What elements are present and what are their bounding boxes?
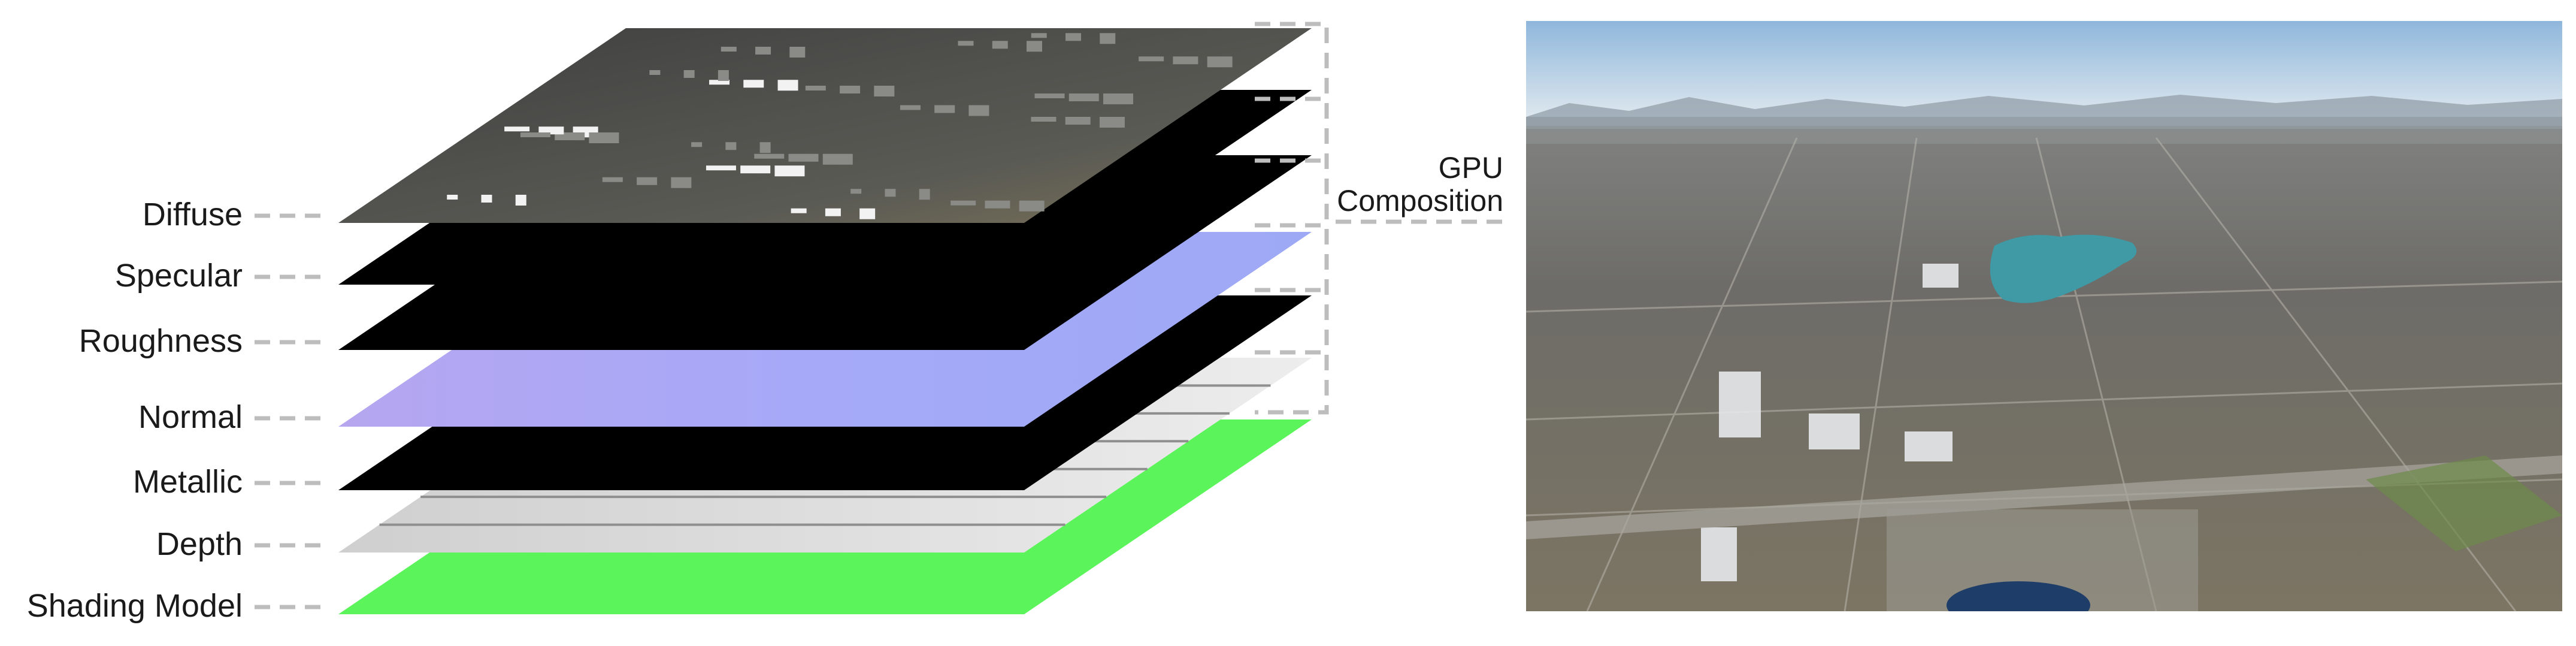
layer-plane-diffuse bbox=[338, 28, 1312, 223]
diffuse-speckle bbox=[1031, 117, 1057, 122]
diffuse-speckle bbox=[721, 47, 737, 52]
diffuse-speckle bbox=[1068, 93, 1099, 101]
diffuse-speckle bbox=[1031, 33, 1047, 38]
diffuse-speckle bbox=[691, 142, 703, 147]
diffuse-speckle bbox=[859, 208, 876, 219]
layer-labels: DiffuseSpecularRoughnessNormalMetallicDe… bbox=[27, 197, 326, 624]
diffuse-speckle bbox=[900, 105, 921, 110]
diffuse-speckle bbox=[637, 177, 658, 185]
diffuse-speckle bbox=[589, 132, 619, 143]
diffuse-speckle bbox=[759, 142, 771, 153]
diffuse-speckle bbox=[958, 41, 974, 46]
diffuse-speckle bbox=[774, 165, 805, 177]
diffuse-speckle bbox=[481, 195, 492, 203]
diffuse-speckle bbox=[885, 189, 896, 197]
diffuse-speckle bbox=[706, 165, 736, 171]
diffuse-speckle bbox=[985, 200, 1010, 209]
composition-label-line2: Composition bbox=[1337, 184, 1503, 218]
diffuse-speckle bbox=[602, 177, 623, 182]
diffuse-speckle bbox=[1207, 56, 1233, 68]
diffuse-speckle bbox=[825, 208, 841, 216]
diffuse-speckle bbox=[788, 153, 819, 162]
diffuse-speckle bbox=[822, 153, 853, 165]
diffuse-speckle bbox=[919, 189, 930, 200]
layer-label-depth: Depth bbox=[156, 526, 243, 562]
layer-label-diffuse: Diffuse bbox=[143, 197, 243, 233]
diffuse-speckle bbox=[789, 47, 806, 58]
diffuse-speckle bbox=[791, 208, 807, 213]
diffuse-speckle bbox=[1065, 33, 1081, 41]
diffuse-speckle bbox=[1100, 33, 1116, 44]
diffuse-speckle bbox=[649, 70, 661, 75]
connector-bracket bbox=[1255, 22, 1329, 415]
diffuse-speckle bbox=[754, 153, 785, 159]
layer-label-shading-model: Shading Model bbox=[27, 588, 243, 624]
layer-label-metallic: Metallic bbox=[133, 464, 243, 500]
layer-label-specular: Specular bbox=[115, 258, 243, 294]
diffuse-speckle bbox=[504, 126, 530, 132]
layer-stack bbox=[338, 28, 1312, 614]
diffuse-speckle bbox=[683, 70, 695, 78]
diffuse-speckle bbox=[1026, 41, 1042, 52]
diffuse-speckle bbox=[934, 105, 955, 113]
diffuse-speckle bbox=[709, 80, 730, 85]
diffuse-speckle bbox=[840, 86, 861, 93]
composed-render-image bbox=[1526, 21, 2562, 611]
diffuse-speckle bbox=[1103, 93, 1134, 104]
diffuse-speckle bbox=[1139, 56, 1164, 62]
diffuse-speckle bbox=[725, 142, 737, 150]
diffuse-speckle bbox=[805, 86, 826, 90]
diffuse-speckle bbox=[874, 86, 895, 96]
diffuse-speckle bbox=[1173, 56, 1198, 65]
diffuse-speckle bbox=[1034, 93, 1065, 98]
diffuse-speckle bbox=[520, 132, 550, 137]
diffuse-speckle bbox=[1019, 200, 1045, 212]
diffuse-speckle bbox=[968, 105, 989, 116]
diffuse-speckle bbox=[951, 200, 976, 206]
layer-label-normal: Normal bbox=[138, 399, 243, 435]
diffuse-speckle bbox=[1065, 117, 1091, 125]
layer-label-roughness: Roughness bbox=[79, 323, 243, 359]
diffuse-speckle bbox=[743, 80, 764, 88]
diffuse-speckle bbox=[718, 70, 729, 81]
diffuse-speckle bbox=[447, 195, 458, 200]
lake-shape bbox=[1990, 234, 2137, 303]
composition-connector bbox=[1255, 22, 1509, 415]
diffuse-speckle bbox=[1099, 117, 1125, 128]
diffuse-speckle bbox=[740, 165, 771, 174]
diffuse-speckle bbox=[850, 189, 862, 194]
diffuse-speckle bbox=[755, 47, 771, 55]
diffuse-speckle bbox=[777, 80, 798, 91]
composition-label-line1: GPU bbox=[1439, 151, 1503, 185]
diffuse-texture bbox=[447, 33, 1233, 219]
diffuse-speckle bbox=[671, 177, 692, 188]
diffuse-speckle bbox=[515, 195, 526, 206]
diffuse-speckle bbox=[992, 41, 1008, 49]
